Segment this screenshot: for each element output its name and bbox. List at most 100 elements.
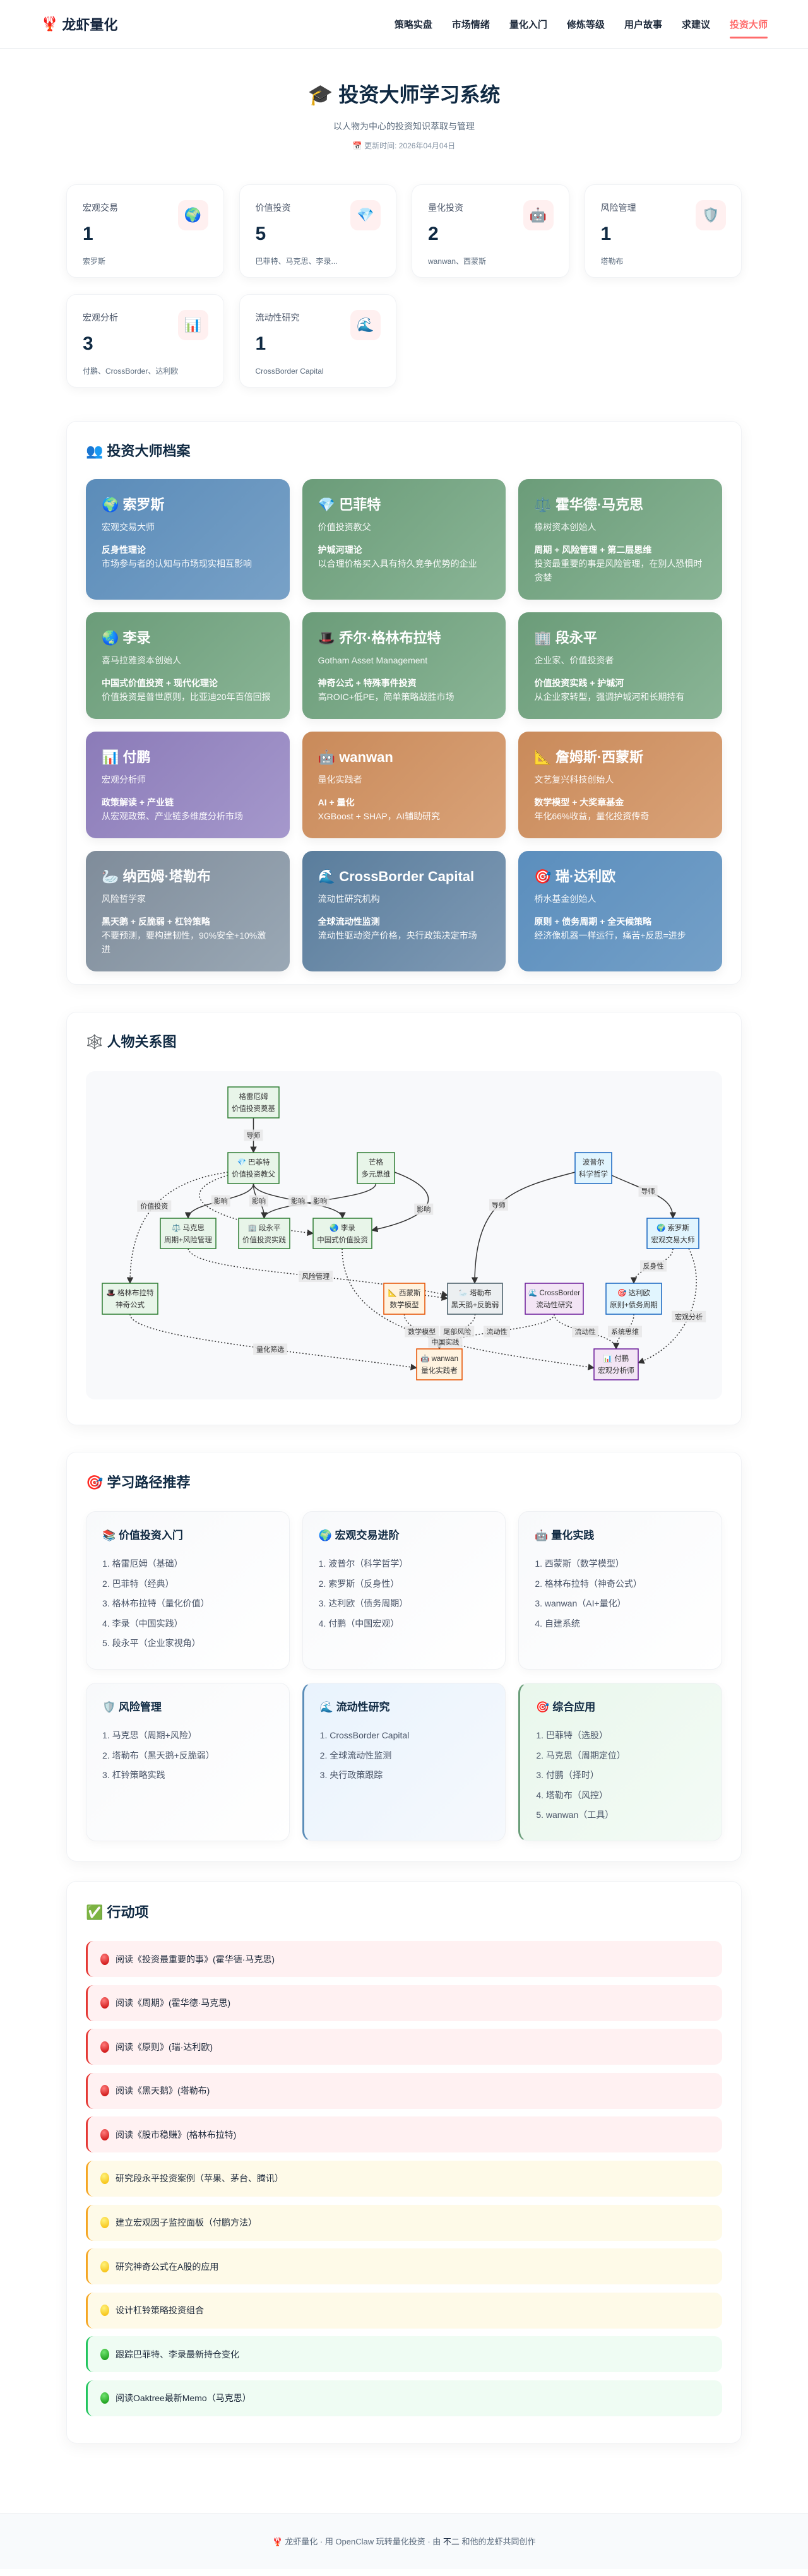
nav-link-3[interactable]: 修炼等级 [566,19,605,30]
profile-name-text: 李录 [122,630,151,646]
action-item[interactable]: 设计杠铃策略投资组合 [86,2292,722,2329]
action-item[interactable]: 阅读《股市稳赚》(格林布拉特) [86,2116,722,2153]
path-steps: 1. 波普尔（科学哲学）2. 索罗斯（反身性）3. 达利欧（债务周期）4. 付鹏… [319,1554,490,1634]
edge-label-bg [244,1129,263,1141]
relationship-diagram: 格雷厄姆价值投资奠基 💎 巴菲特价值投资教父 芒格多元思维 波普尔科学哲学 🌍 索罗斯宏… [86,1071,722,1399]
node-box [312,1218,372,1249]
section-title-text: 行动项 [107,1904,149,1920]
profile-card[interactable]: 📊 付鹏宏观分析师政策解读 + 产业链从宏观政策、产业链多维度分析市场 [86,732,290,838]
node-subtitle: 神奇公式 [116,1300,145,1309]
profile-card[interactable]: 📐 詹姆斯·西蒙斯文艺复兴科技创始人数学模型 + 大奖章基金年化66%收益，量化… [518,732,722,838]
profile-card[interactable]: 🌏 李录喜马拉雅资本创始人中国式价值投资 + 现代化理论价值投资是普世原则，比亚… [86,612,290,719]
action-text: 阅读Oaktree最新Memo（马克思） [116,2393,251,2404]
nav-link-1[interactable]: 市场情绪 [451,19,490,30]
action-item[interactable]: 建立宏观因子监控面板（付鹏方法） [86,2204,722,2241]
action-item[interactable]: 研究神奇公式在A股的应用 [86,2248,722,2285]
profile-card[interactable]: 🌍 索罗斯宏观交易大师反身性理论市场参与者的认知与市场现实相互影响 [86,479,290,600]
edge-soros-fupeng [638,1248,697,1364]
profile-name-text: CrossBorder Capital [339,869,475,884]
action-item[interactable]: 研究段永平投资案例（苹果、茅台、腾讯） [86,2160,722,2197]
action-item[interactable]: 阅读Oaktree最新Memo（马克思） [86,2380,722,2416]
profile-key-idea: 护城河理论 [318,545,362,555]
edge-label: 流动性 [575,1327,596,1336]
node-box [383,1283,425,1315]
stat-names: 付鹏、CrossBorder、达利欧 [83,367,179,376]
nav-link-5[interactable]: 求建议 [681,19,710,30]
profile-key-idea: 全球流动性监测 [318,917,380,927]
edge-label: 导师 [247,1132,261,1140]
author-link[interactable]: 不二 [443,2536,460,2546]
profile-name: 📊 付鹏 [102,748,274,767]
edge-label: 反身性 [643,1262,664,1271]
section-title-text: 学习路径推荐 [107,1475,191,1490]
profile-name: 🦢 纳西姆·塔勒布 [102,867,274,886]
graduation-cap-icon: 🎓 [307,83,333,106]
profile-name: 🎯 瑞·达利欧 [534,867,706,886]
profile-name-text: 霍华德·马克思 [555,497,644,513]
logo-text: 龙虾量化 [62,17,118,33]
profile-card[interactable]: 🏢 段永平企业家、价值投资者价值投资实践 + 护城河从企业家转型，强调护城河和长… [518,612,722,719]
profile-card[interactable]: ⚖️ 霍华德·马克思橡树资本创始人周期 + 风险管理 + 第二层思维投资最重要的… [518,479,722,600]
action-item[interactable]: 阅读《黑天鹅》(塔勒布) [86,2072,722,2109]
path-icon: 📚 [102,1529,116,1541]
profile-description: XGBoost + SHAP，AI辅助研究 [318,811,440,821]
logo[interactable]: 🦞 龙虾量化 [41,14,117,34]
path-steps: 1. 格雷厄姆（基础）2. 巴菲特（经典）3. 格林布拉特（量化价值）4. 李录… [102,1554,273,1654]
profile-key-idea: 原则 + 债务周期 + 全天候策略 [534,917,652,927]
edge-label-bg [288,1195,307,1207]
path-title-text: 价值投资入门 [118,1529,183,1541]
action-item[interactable]: 阅读《投资最重要的事》(霍华德·马克思) [86,1941,722,1977]
action-item[interactable]: 阅读《原则》(瑞·达利欧) [86,2029,722,2065]
learning-path-card: 📚 价值投资入门 1. 格雷厄姆（基础）2. 巴菲特（经典）3. 格林布拉特（量化… [86,1511,290,1670]
node-subtitle: 周期+风险管理 [164,1235,212,1244]
stat-names: 巴菲特、马克思、李录... [255,257,338,266]
nav-link-4[interactable]: 用户故事 [624,19,662,30]
profile-name: 🤖 wanwan [318,748,490,767]
nav-link-6[interactable]: 投资大师 [729,15,768,39]
check-icon: ✅ [86,1904,104,1920]
path-step: 3. 杠铃策略实践 [102,1770,165,1780]
update-date-text: 更新时间: 2026年04月04日 [364,141,456,150]
nav-link-0[interactable]: 策略实盘 [394,19,432,30]
node-box [102,1283,158,1315]
profile-card[interactable]: 🎯 瑞·达利欧桥水基金创始人原则 + 债务周期 + 全天候策略经济像机器一样运行… [518,851,722,971]
action-item[interactable]: 阅读《周期》(霍华德·马克思) [86,1985,722,2021]
edge-label-bg [310,1195,330,1207]
path-step: 4. 塔勒布（风控） [536,1790,608,1800]
nav-link-2[interactable]: 量化入门 [509,19,547,30]
priority-mid-dot-icon [100,2305,109,2317]
path-step: 3. 达利欧（债务周期） [318,1598,408,1608]
profile-card[interactable]: 💎 巴菲特价值投资教父护城河理论以合理价格买入具有持久竞争优势的企业 [302,479,506,600]
edge-label: 影响 [313,1197,327,1206]
profile-card[interactable]: 🦢 纳西姆·塔勒布风险哲学家黑天鹅 + 反脆弱 + 杠铃策略不要预测，要构建韧性… [86,851,290,971]
action-item[interactable]: 跟踪巴菲特、李录最新持仓变化 [86,2336,722,2373]
profile-icon: 🎩 [318,630,336,646]
edge-label-bg [572,1326,598,1338]
